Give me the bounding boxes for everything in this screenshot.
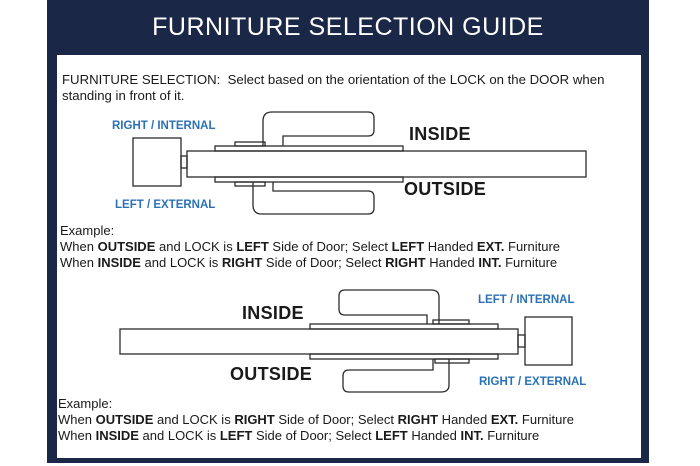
- door-slab: [186, 150, 587, 178]
- example-text: Handed: [438, 412, 491, 427]
- emphasis-text: LEFT: [219, 428, 253, 443]
- emphasis-text: EXT.: [476, 239, 505, 254]
- example-text: Side of Door; Select: [274, 412, 398, 427]
- example-text: When: [60, 239, 98, 254]
- diagram2-inside-label: INSIDE: [242, 303, 304, 323]
- example-text: When: [58, 428, 96, 443]
- emphasis-text: LEFT: [375, 428, 408, 443]
- lock-body: [524, 316, 573, 366]
- emphasis-text: RIGHT: [221, 255, 263, 270]
- diagram2-lock-top-label: LEFT / INTERNAL: [478, 294, 575, 306]
- inside-backplate: [214, 145, 404, 152]
- emphasis-text: INT.: [460, 428, 484, 443]
- inside-backplate: [309, 323, 499, 330]
- example-text: and LOCK is: [140, 255, 222, 270]
- inside-rose: [432, 319, 470, 325]
- lock-spindle: [180, 155, 188, 169]
- inside-lever: [338, 289, 440, 324]
- example-text: Furniture: [483, 428, 540, 443]
- inside-rose: [234, 141, 266, 147]
- example-text: Handed: [425, 255, 479, 270]
- outside-rose: [434, 358, 470, 364]
- emphasis-text: LEFT: [236, 239, 269, 254]
- emphasis-text: RIGHT: [385, 255, 426, 270]
- diagram2-outside-label: OUTSIDE: [230, 364, 313, 384]
- example-text: When: [58, 412, 96, 427]
- door-diagram-lock-left: [132, 111, 587, 215]
- diagram2-lock-bottom-label: RIGHT / EXTERNAL: [479, 376, 587, 388]
- example-text: When: [60, 255, 98, 270]
- emphasis-text: INT.: [478, 255, 502, 270]
- example2-line2: When INSIDE and LOCK is LEFT Side of Doo…: [58, 428, 539, 444]
- example-text: and LOCK is: [153, 412, 235, 427]
- example1-heading: Example:: [60, 223, 115, 238]
- intro-body: Select based on the orientation of the L…: [62, 72, 605, 103]
- example-text: Side of Door; Select: [262, 255, 386, 270]
- example-text: Furniture: [518, 412, 574, 427]
- inside-lever: [262, 111, 375, 146]
- intro-label: FURNITURE SELECTION:: [62, 72, 221, 87]
- diagram1-lock-bottom-label: LEFT / EXTERNAL: [115, 199, 216, 211]
- outside-backplate: [309, 353, 499, 360]
- example2-heading: Example:: [58, 396, 113, 411]
- example-text: Furniture: [504, 239, 561, 254]
- guide-frame: FURNITURE SELECTION GUIDE FURNITURE SELE…: [47, 0, 649, 463]
- emphasis-text: INSIDE: [97, 255, 141, 270]
- outside-rose: [234, 181, 266, 187]
- emphasis-text: RIGHT: [234, 412, 275, 427]
- emphasis-text: LEFT: [391, 239, 425, 254]
- intro-text: FURNITURE SELECTION: Select based on the…: [62, 72, 637, 104]
- lock-spindle: [517, 334, 526, 348]
- example1-line2: When INSIDE and LOCK is RIGHT Side of Do…: [60, 255, 557, 271]
- example-text: Handed: [407, 428, 461, 443]
- emphasis-text: EXT.: [490, 412, 519, 427]
- diagram1-lock-top-label: RIGHT / INTERNAL: [112, 120, 216, 132]
- emphasis-text: INSIDE: [95, 428, 139, 443]
- door-slab: [119, 328, 519, 355]
- content-panel: FURNITURE SELECTION: Select based on the…: [57, 55, 641, 458]
- example-text: Side of Door; Select: [268, 239, 392, 254]
- example2-line1: When OUTSIDE and LOCK is RIGHT Side of D…: [58, 412, 574, 428]
- diagram1-inside-label: INSIDE: [409, 124, 471, 144]
- page-title: FURNITURE SELECTION GUIDE: [152, 13, 544, 41]
- example-text: and LOCK is: [155, 239, 237, 254]
- example-text: Furniture: [501, 255, 558, 270]
- example-text: Handed: [424, 239, 477, 254]
- outside-lever: [252, 182, 375, 215]
- example-text: Side of Door; Select: [252, 428, 376, 443]
- outside-lever: [342, 359, 450, 393]
- lock-body: [132, 137, 182, 187]
- example-text: and LOCK is: [138, 428, 220, 443]
- emphasis-text: OUTSIDE: [97, 239, 156, 254]
- emphasis-text: OUTSIDE: [95, 412, 154, 427]
- example1-line1: When OUTSIDE and LOCK is LEFT Side of Do…: [60, 239, 560, 255]
- diagram1-outside-label: OUTSIDE: [404, 179, 487, 199]
- door-diagram-lock-right: [119, 289, 573, 393]
- outside-backplate: [214, 176, 404, 183]
- emphasis-text: RIGHT: [397, 412, 439, 427]
